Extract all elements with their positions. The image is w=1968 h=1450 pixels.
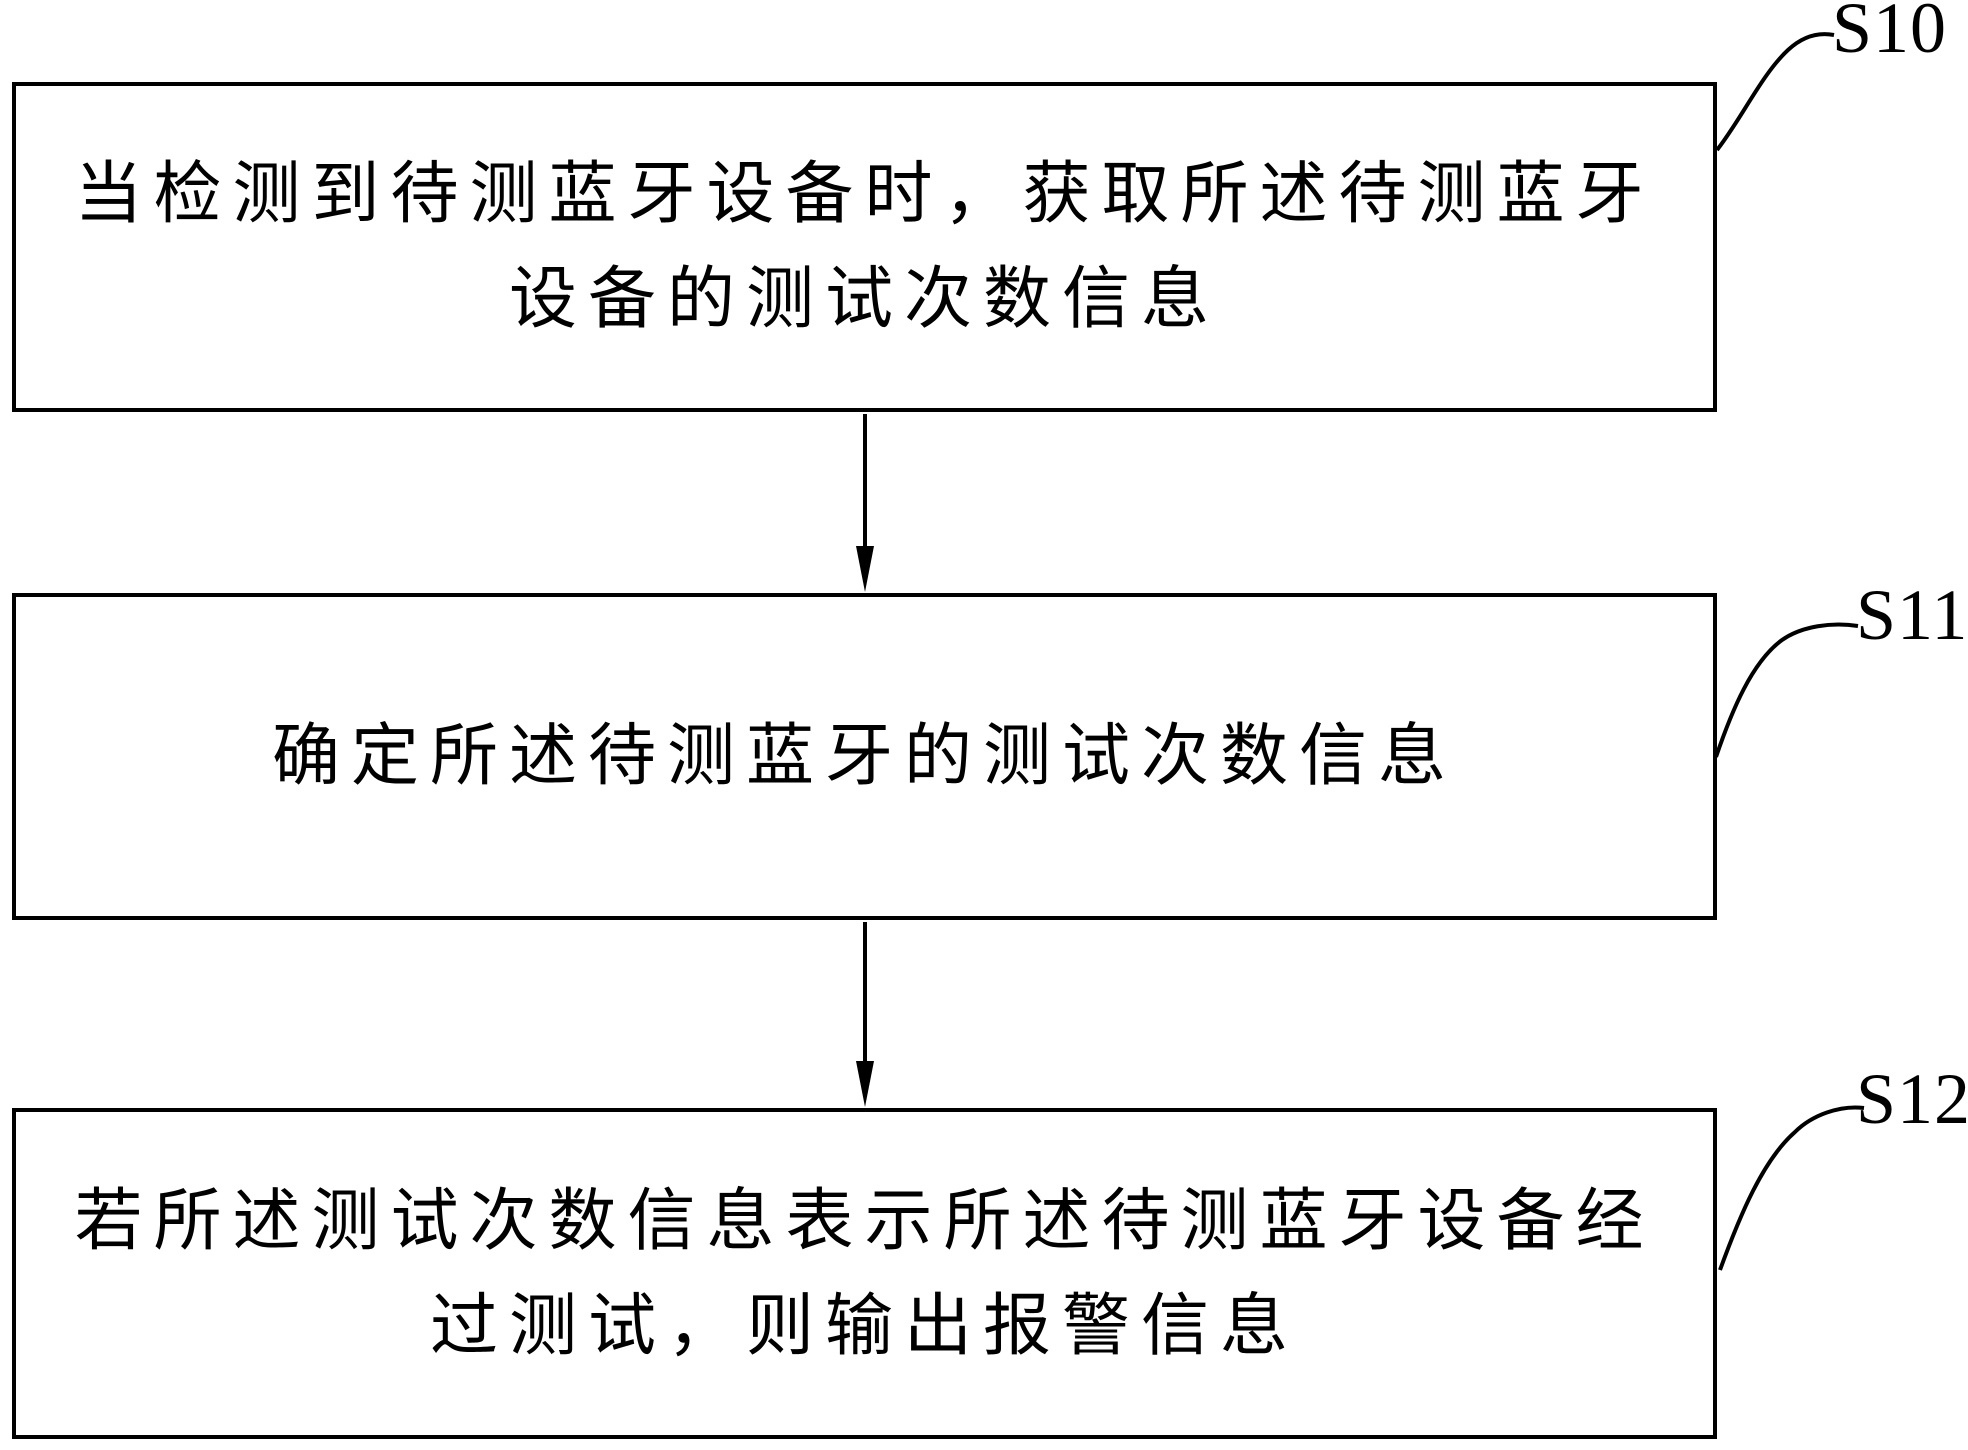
- step-s12-text-line-2: 过测试，则输出报警信息: [429, 1287, 1299, 1364]
- step-label-s10: S10: [1832, 0, 1948, 68]
- step-label-s11: S11: [1856, 575, 1968, 655]
- leader-line-s10: [1715, 32, 1835, 152]
- step-s10-text-line-2: 设备的测试次数信息: [508, 261, 1220, 337]
- step-s11-text-line-1: 确定所述待测蓝牙的测试次数信息: [271, 718, 1457, 794]
- arrow-2-head: [856, 1061, 874, 1107]
- step-box-s11: 确定所述待测蓝牙的测试次数信息: [12, 593, 1717, 920]
- step-box-s10: 当检测到待测蓝牙设备时，获取所述待测蓝牙 设备的测试次数信息: [12, 82, 1717, 412]
- leader-line-s11: [1714, 622, 1859, 758]
- arrow-1-head: [856, 546, 874, 592]
- step-label-s12: S12: [1856, 1059, 1968, 1139]
- step-box-s12: 若所述测试次数信息表示所述待测蓝牙设备经 过测试，则输出报警信息: [12, 1108, 1717, 1439]
- step-s12-text-line-1: 若所述测试次数信息表示所述待测蓝牙设备经: [74, 1182, 1655, 1259]
- leader-line-s12: [1718, 1105, 1865, 1271]
- step-s10-text-line-1: 当检测到待测蓝牙设备时，获取所述待测蓝牙: [74, 156, 1655, 232]
